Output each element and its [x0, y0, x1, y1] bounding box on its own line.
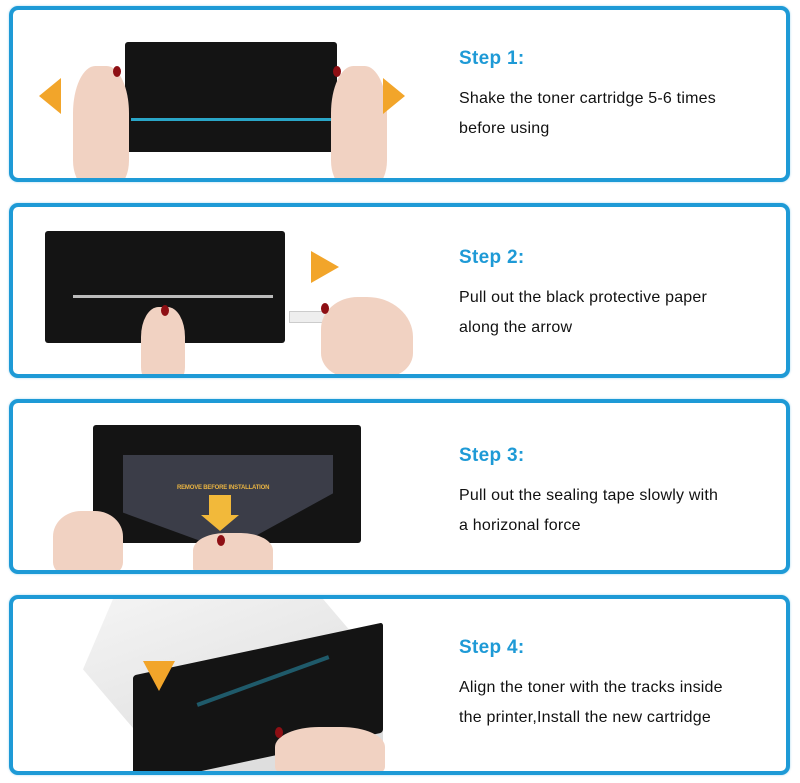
right-hand	[193, 533, 273, 570]
step-3-illustration: REMOVE BEFORE INSTALLATION	[13, 403, 433, 570]
arrow-left-icon	[39, 78, 61, 114]
step-description: Pull out the sealing tape slowly with a …	[459, 487, 719, 534]
hand	[275, 727, 385, 771]
left-hand	[73, 66, 129, 178]
right-hand	[331, 66, 387, 178]
step-title: Step 4:	[459, 637, 525, 658]
step-title: Step 2:	[459, 247, 525, 268]
step-1-panel: Step 1: Shake the toner cartridge 5-6 ti…	[9, 6, 790, 182]
left-hand	[53, 511, 123, 570]
remove-before-installation-label: REMOVE BEFORE INSTALLATION	[177, 485, 270, 491]
step-1-illustration	[13, 10, 433, 178]
holding-hand	[141, 307, 185, 374]
step-description: Pull out the black protective paper alon…	[459, 289, 708, 336]
step-4-illustration	[13, 599, 433, 771]
step-2-illustration	[13, 207, 433, 374]
toner-cartridge	[125, 42, 337, 152]
step-description: Align the toner with the tracks inside t…	[459, 679, 723, 726]
step-4-panel: Step 4: Align the toner with the tracks …	[9, 595, 790, 775]
step-description: Shake the toner cartridge 5-6 times befo…	[459, 90, 716, 137]
step-3-panel: REMOVE BEFORE INSTALLATION Step 3: Pull …	[9, 399, 790, 574]
arrow-down-icon	[209, 495, 231, 515]
step-title: Step 1:	[459, 48, 525, 69]
arrow-down-icon	[143, 661, 175, 691]
pulling-hand	[321, 297, 413, 374]
step-2-panel: Step 2: Pull out the black protective pa…	[9, 203, 790, 378]
arrow-right-icon	[383, 78, 405, 114]
arrow-right-icon	[311, 251, 339, 283]
step-title: Step 3:	[459, 445, 525, 466]
